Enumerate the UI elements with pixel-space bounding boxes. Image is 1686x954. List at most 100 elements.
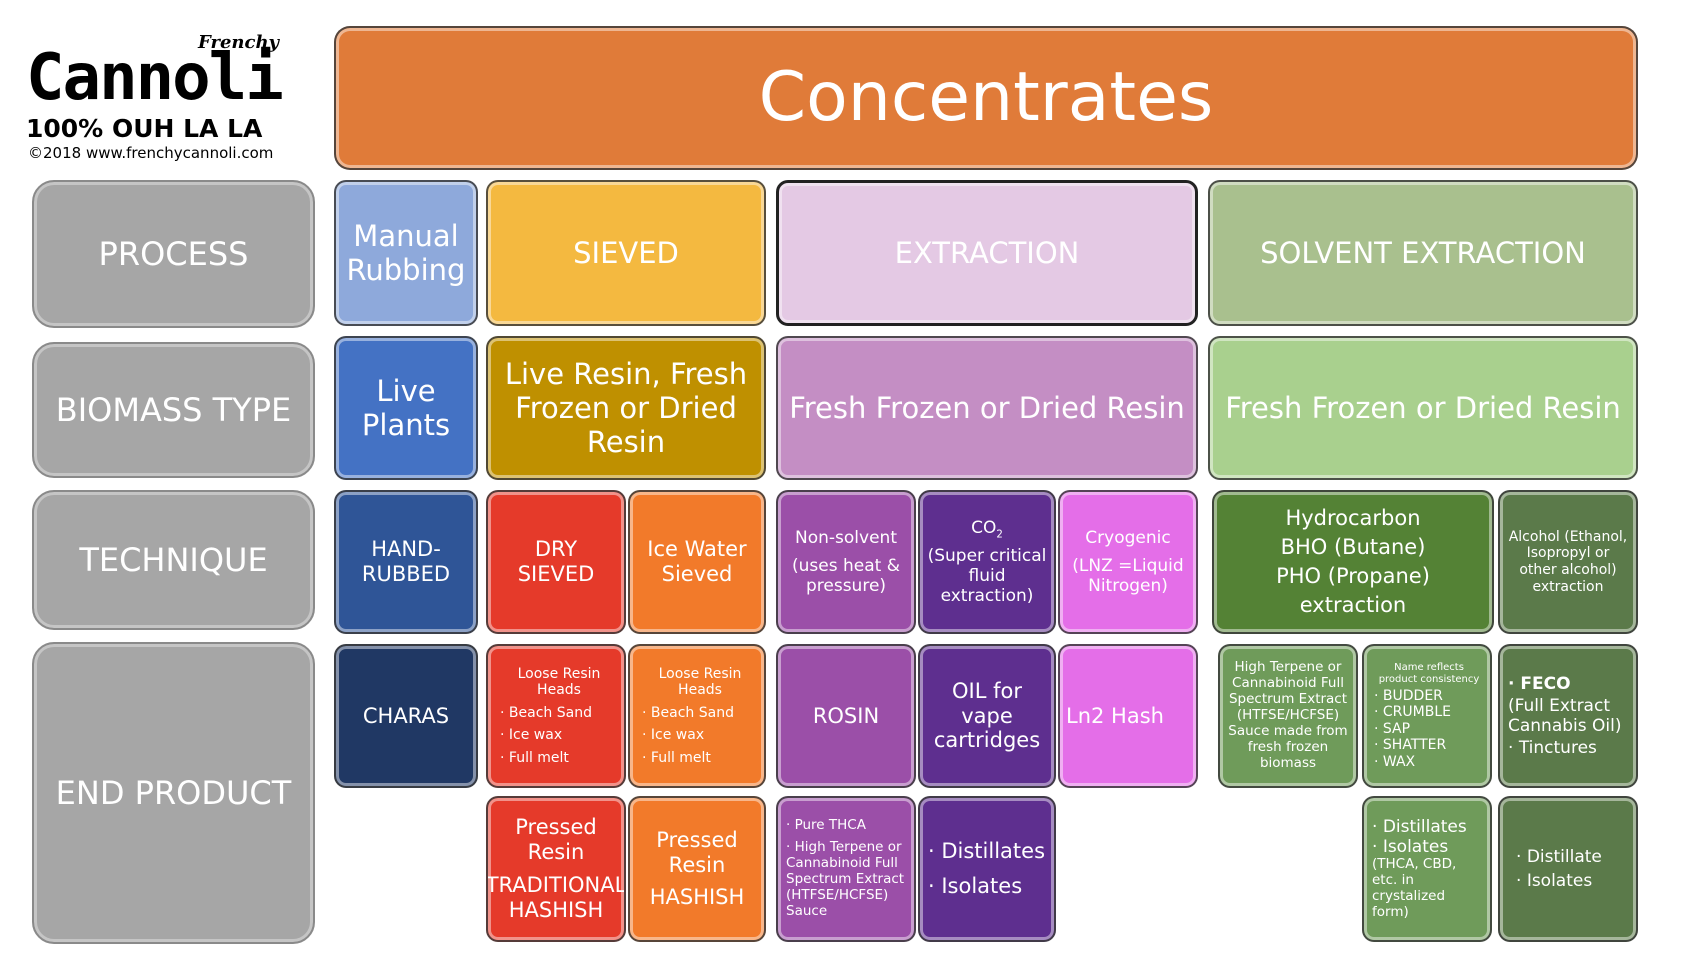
logo-brand-top: Frenchy (198, 32, 279, 53)
end-charas: CHARAS (334, 644, 478, 788)
technique-non-solvent: Non-solvent (uses heat & pressure) (776, 490, 916, 634)
end-ln2-hash: Ln2 Hash (1058, 644, 1198, 788)
technique-co2: CO2 (Super critical fluid extraction) (918, 490, 1056, 634)
end-feco-title: FECO (1508, 674, 1570, 694)
end-pressed-traditional-hashish: Pressed Resin TRADITIONAL HASHISH (486, 796, 626, 942)
end-consistency-head: Name reflects product consistency (1378, 661, 1480, 685)
technique-hydro-line3: PHO (Propane) (1276, 564, 1430, 588)
end-dry-item: Ice wax (500, 727, 562, 744)
end-consistency: Name reflects product consistency BUDDER… (1362, 644, 1492, 788)
row-label-technique: TECHNIQUE (32, 490, 315, 630)
technique-ice-water: Ice Water Sieved (628, 490, 766, 634)
end-alc2-item: Isolates (1516, 871, 1592, 891)
biomass-sieved: Live Resin, Fresh Frozen or Dried Resin (486, 336, 766, 480)
process-sieved-text: SIEVED (573, 235, 679, 270)
end-feco: FECO (Full Extract Cannabis Oil) Tinctur… (1498, 644, 1638, 788)
technique-hand-text: HAND-RUBBED (361, 537, 451, 586)
process-manual-rubbing: Manual Rubbing (334, 180, 478, 326)
technique-hydrocarbon: Hydrocarbon BHO (Butane) PHO (Propane) e… (1212, 490, 1494, 634)
end-rosin2-item: High Terpene or Cannabinoid Full Spectru… (786, 839, 908, 920)
biomass-solvent: Fresh Frozen or Dried Resin (1208, 336, 1638, 480)
technique-dry-sieved: DRY SIEVED (486, 490, 626, 634)
end-pressed-ice-1: Pressed Resin (656, 827, 738, 877)
end-consistency-item: WAX (1374, 754, 1415, 771)
end-charas-text: CHARAS (362, 703, 450, 728)
technique-co2-detail: (Super critical fluid extraction) (927, 545, 1047, 606)
technique-cryo-line1: Cryogenic (1085, 527, 1171, 548)
end-consistency-item: BUDDER (1374, 688, 1443, 705)
end-pressed-hashish: Pressed Resin HASHISH (628, 796, 766, 942)
technique-hand-rubbed: HAND-RUBBED (334, 490, 478, 634)
biomass-live-plants: Live Plants (334, 336, 478, 480)
end-cons2-item: (THCA, CBD, etc. in crystalized form) (1372, 856, 1457, 920)
row-label-biomass-text: BIOMASS TYPE (55, 391, 292, 429)
biomass-extraction-text: Fresh Frozen or Dried Resin (789, 390, 1185, 425)
logo-copyright: ©2018 www.frenchycannoli.com (28, 144, 274, 162)
title-banner: Concentrates (334, 26, 1638, 170)
end-feco-detail: (Full Extract Cannabis Oil) (1508, 695, 1622, 736)
end-co2-2-item: Isolates (928, 874, 1022, 899)
end-rosin: ROSIN (776, 644, 916, 788)
end-ice-head: Loose Resin Heads (658, 665, 742, 699)
row-label-technique-text: TECHNIQUE (79, 541, 268, 579)
technique-hydro-line2: BHO (Butane) (1280, 535, 1426, 560)
row-label-end-product-text: END PRODUCT (55, 774, 292, 812)
technique-dry-text: DRY SIEVED (517, 537, 595, 586)
end-dry-item: Beach Sand (500, 705, 592, 722)
end-ln2-text: Ln2 Hash (1066, 703, 1164, 728)
logo-brand-main: Cannoli (26, 41, 284, 115)
end-consistency-item: SHATTER (1374, 737, 1446, 754)
process-sieved: SIEVED (486, 180, 766, 326)
page-title: Concentrates (758, 57, 1214, 137)
end-alc2-item: Distillate (1516, 847, 1602, 867)
end-cons2-item: Isolates (1372, 837, 1448, 857)
end-consistency-item: CRUMBLE (1374, 704, 1451, 721)
technique-alcohol: Alcohol (Ethanol, Isopropyl or other alc… (1498, 490, 1638, 634)
biomass-sieved-text: Live Resin, Fresh Frozen or Dried Resin (504, 356, 748, 460)
end-dry-head: Loose Resin Heads (517, 665, 601, 699)
end-cons2-item: Distillates (1372, 817, 1467, 837)
end-hydro-full-spectrum: High Terpene or Cannabinoid Full Spectru… (1218, 644, 1358, 788)
end-hydro-full-text: High Terpene or Cannabinoid Full Spectru… (1228, 659, 1348, 771)
end-feco-item: Tinctures (1508, 738, 1597, 758)
end-co2-2-item: Distillates (928, 839, 1045, 864)
end-rosin2-item: Pure THCA (786, 817, 866, 834)
end-ice-item: Ice wax (642, 727, 704, 744)
end-pressed-dry-2: TRADITIONAL HASHISH (486, 873, 626, 922)
end-oil-vape: OIL for vape cartridges (918, 644, 1056, 788)
end-dry-item: Full melt (500, 750, 569, 767)
technique-cryogenic: Cryogenic (LNZ =Liquid Nitrogen) (1058, 490, 1198, 634)
end-distillate-isolates-alcohol: Distillate Isolates (1498, 796, 1638, 942)
co2-subscript: 2 (996, 529, 1003, 541)
technique-hydro-line1: Hydrocarbon (1285, 506, 1421, 531)
technique-cryo-line2: (LNZ =Liquid Nitrogen) (1072, 555, 1184, 597)
process-solvent-text: SOLVENT EXTRACTION (1260, 235, 1586, 270)
biomass-solvent-text: Fresh Frozen or Dried Resin (1225, 390, 1621, 425)
end-oil-text: OIL for vape cartridges (933, 678, 1041, 753)
end-co2-distillates: Distillates Isolates (918, 796, 1056, 942)
process-manual-text: Manual Rubbing (346, 218, 466, 287)
end-pressed-ice-2: HASHISH (649, 885, 745, 910)
end-rosin-thca: Pure THCA High Terpene or Cannabinoid Fu… (776, 796, 916, 942)
technique-nonsolvent-line1: Non-solvent (795, 527, 897, 548)
logo-tagline: 100% OUH LA LA (26, 114, 263, 143)
process-extraction: EXTRACTION (776, 180, 1198, 326)
end-consistency-item: SAP (1374, 721, 1410, 738)
end-ice-item: Full melt (642, 750, 711, 767)
process-solvent-extraction: SOLVENT EXTRACTION (1208, 180, 1638, 326)
biomass-extraction: Fresh Frozen or Dried Resin (776, 336, 1198, 480)
technique-hydro-line4: extraction (1299, 592, 1407, 617)
technique-co2-title: CO2 (971, 518, 1003, 541)
row-label-process-text: PROCESS (98, 235, 249, 273)
logo: Frenchy Cannoli 100% OUH LA LA ©2018 www… (26, 32, 301, 162)
end-rosin-text: ROSIN (812, 703, 880, 728)
row-label-process: PROCESS (32, 180, 315, 328)
technique-icewater-text: Ice Water Sieved (647, 537, 747, 586)
biomass-live-text: Live Plants (361, 373, 451, 442)
process-extraction-text: EXTRACTION (894, 235, 1080, 270)
end-pressed-dry-1: Pressed Resin (515, 815, 597, 865)
end-ice-loose-resin: Loose Resin Heads Beach Sand Ice wax Ful… (628, 644, 766, 788)
co2-main: CO (971, 518, 997, 539)
technique-alcohol-text: Alcohol (Ethanol, Isopropyl or other alc… (1508, 528, 1628, 595)
row-label-biomass: BIOMASS TYPE (32, 342, 315, 478)
